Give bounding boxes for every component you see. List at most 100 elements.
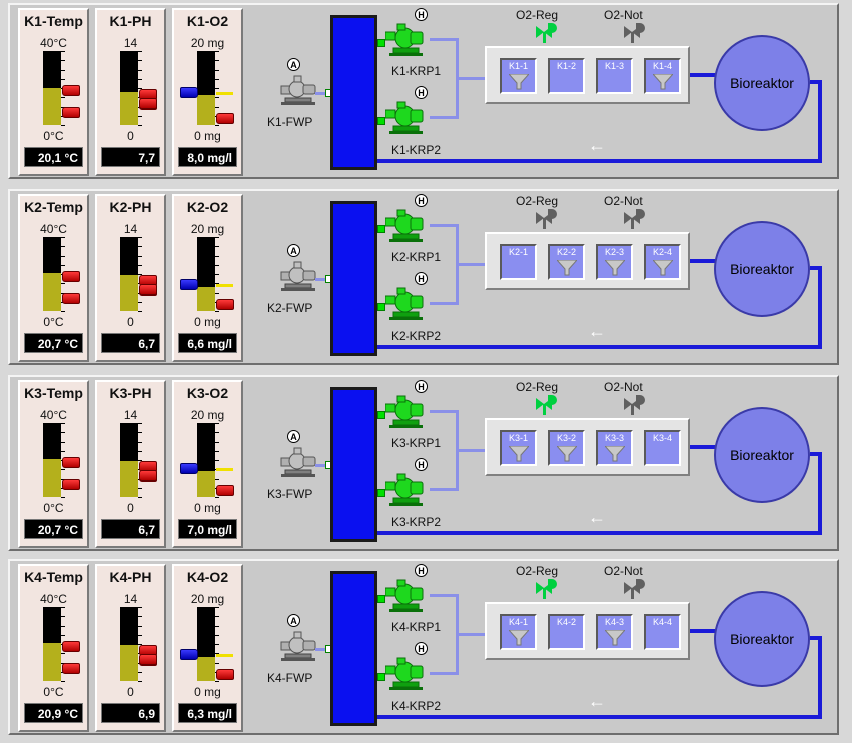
fwp-pump-icon[interactable] (279, 74, 323, 113)
o2-reg-valve-icon[interactable] (534, 395, 558, 422)
filter-cell-4[interactable]: K4-4 (644, 614, 681, 650)
gauge-tick (138, 616, 142, 617)
filter-cell-3[interactable]: K1-3 (596, 58, 633, 94)
limit-marker-red[interactable] (62, 107, 80, 118)
gauge-tick (215, 293, 219, 294)
filter-cell-3[interactable]: K2-3 (596, 244, 633, 280)
gauge-title: K1-PH (109, 13, 152, 29)
limit-marker-blue[interactable] (180, 87, 198, 98)
gauge-tube (197, 51, 219, 126)
gauge-title: K4-O2 (186, 569, 229, 585)
krp2-pump-icon[interactable] (384, 286, 429, 327)
gauge-tube (197, 607, 219, 682)
gauge-value-display: 6,3 mg/l (178, 703, 237, 723)
o2-reg-label: O2-Reg (516, 194, 559, 208)
limit-marker-red[interactable] (62, 641, 80, 652)
bioreactor[interactable]: Bioreaktor (714, 221, 810, 317)
limit-marker-red[interactable] (62, 293, 80, 304)
limit-marker-red[interactable] (62, 663, 80, 674)
gauge-min-label: 0 mg (194, 501, 221, 515)
krp2-pump-icon[interactable] (384, 472, 429, 513)
gauge-tick (215, 311, 219, 312)
gauge-tick (138, 88, 142, 89)
fwp-pump-icon[interactable] (279, 446, 323, 485)
limit-marker-red[interactable] (216, 299, 234, 310)
filter-cell-1[interactable]: K1-1 (500, 58, 537, 94)
bioreactor[interactable]: Bioreaktor (714, 407, 810, 503)
krp1-pump-icon[interactable] (384, 22, 429, 63)
gauge-tick (61, 432, 65, 433)
gauge-tick (215, 607, 219, 608)
limit-marker-blue[interactable] (180, 279, 198, 290)
krp1-pump-icon[interactable] (384, 208, 429, 249)
o2-not-label: O2-Not (604, 194, 643, 208)
krp1-label: K2-KRP1 (391, 250, 442, 264)
filter-cell-1[interactable]: K2-1 (500, 244, 537, 280)
bioreactor[interactable]: Bioreaktor (714, 591, 810, 687)
fwp-label: K3-FWP (267, 487, 313, 501)
filter-cell-2[interactable]: K4-2 (548, 614, 585, 650)
limit-marker-red[interactable] (62, 85, 80, 96)
pump-status-badge-h: H (415, 86, 428, 99)
o2-reg-valve-icon[interactable] (534, 23, 558, 50)
gauge-value-display: 20,7 °C (24, 333, 83, 353)
limit-marker-red[interactable] (216, 669, 234, 680)
filter-block: K3-1 K3-2 K3-3 K3-4 (485, 418, 690, 476)
filter-cell-2[interactable]: K2-2 (548, 244, 585, 280)
gauge-title: K3-Temp (24, 385, 83, 401)
krp2-label: K2-KRP2 (391, 329, 442, 343)
krp1-pump-icon[interactable] (384, 578, 429, 619)
gauge-title: K2-PH (109, 199, 152, 215)
o2-not-valve-icon[interactable] (622, 23, 646, 50)
gauge-value-display: 6,9 (101, 703, 160, 723)
limit-marker-red[interactable] (139, 470, 157, 481)
limit-marker-red[interactable] (216, 113, 234, 124)
filter-cell-1[interactable]: K3-1 (500, 430, 537, 466)
filter-cell-2[interactable]: K1-2 (548, 58, 585, 94)
funnel-icon (651, 73, 675, 95)
limit-marker-blue[interactable] (180, 463, 198, 474)
limit-marker-red[interactable] (139, 654, 157, 665)
bioreactor[interactable]: Bioreaktor (714, 35, 810, 131)
filter-cell-1[interactable]: K4-1 (500, 614, 537, 650)
krp1-pump-icon[interactable] (384, 394, 429, 435)
gauge-tick (61, 265, 65, 266)
o2-not-valve-icon[interactable] (622, 395, 646, 422)
limit-marker-yellow (216, 654, 233, 657)
filter-cell-4[interactable]: K3-4 (644, 430, 681, 466)
gauge-tick (61, 51, 65, 52)
limit-marker-red[interactable] (216, 485, 234, 496)
o2-not-label: O2-Not (604, 8, 643, 22)
storage-tank (330, 201, 377, 356)
limit-marker-blue[interactable] (180, 649, 198, 660)
krp2-pump-icon[interactable] (384, 100, 429, 141)
gauge-tube (197, 237, 219, 312)
return-pipe-bottom (377, 531, 822, 535)
o2-not-valve-icon[interactable] (622, 579, 646, 606)
filter-cell-4[interactable]: K2-4 (644, 244, 681, 280)
limit-marker-red[interactable] (62, 271, 80, 282)
pump-status-badge-h: H (415, 642, 428, 655)
filter-cell-3[interactable]: K3-3 (596, 430, 633, 466)
o2-reg-valve-icon[interactable] (534, 209, 558, 236)
fwp-pump-icon[interactable] (279, 630, 323, 669)
o2-not-valve-icon[interactable] (622, 209, 646, 236)
return-pipe-down (818, 80, 822, 163)
o2-reg-valve-icon[interactable] (534, 579, 558, 606)
fwp-pump-icon[interactable] (279, 260, 323, 299)
limit-marker-red[interactable] (62, 479, 80, 490)
gauge-title: K2-Temp (24, 199, 83, 215)
gauge-tick (61, 237, 65, 238)
filter-block: K4-1 K4-2 K4-3 K4-4 (485, 602, 690, 660)
filter-cell-3[interactable]: K4-3 (596, 614, 633, 650)
filter-cell-4[interactable]: K1-4 (644, 58, 681, 94)
limit-marker-red[interactable] (139, 98, 157, 109)
limit-marker-red[interactable] (139, 284, 157, 295)
pump-status-badge-a: A (287, 614, 300, 627)
gauge-tick (215, 460, 219, 461)
krp2-pump-icon[interactable] (384, 656, 429, 697)
limit-marker-red[interactable] (62, 457, 80, 468)
filter-cell-2[interactable]: K3-2 (548, 430, 585, 466)
